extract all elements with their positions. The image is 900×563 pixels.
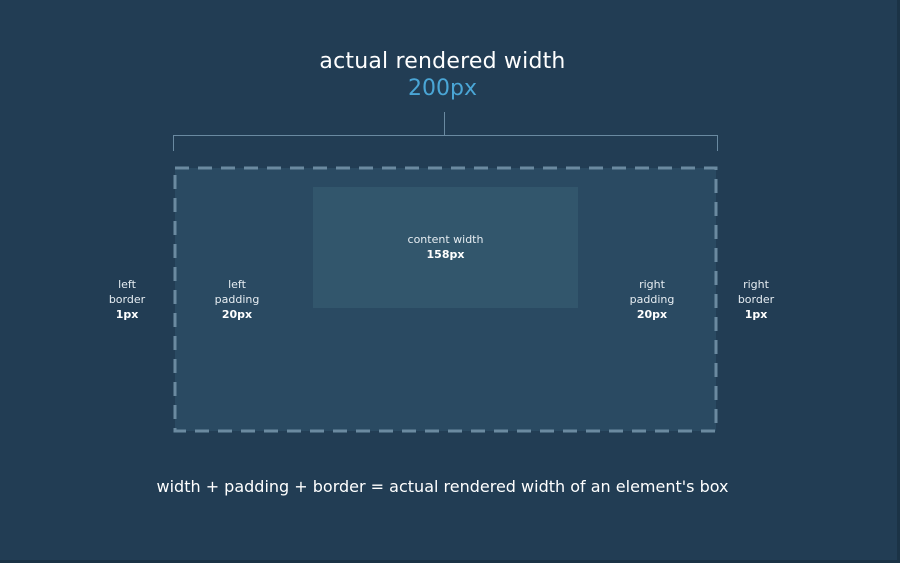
diagram-title-value: 200px: [408, 76, 477, 101]
formula-caption: width + padding + border = actual render…: [156, 477, 729, 496]
right-padding-line1: right: [639, 278, 665, 291]
content-width-value: 158px: [426, 248, 465, 261]
right-border-line2: border: [737, 293, 775, 306]
bracket-stem: [444, 112, 445, 136]
left-border-value: 1px: [115, 308, 139, 321]
left-padding-value: 20px: [221, 308, 253, 321]
bracket-left-tick: [173, 135, 174, 151]
width-bracket: [173, 135, 718, 136]
bottom-edge-strip: [0, 560, 900, 563]
right-padding-label: right padding 20px: [612, 277, 692, 322]
content-width-text: content width: [407, 233, 484, 246]
right-border-value: 1px: [744, 308, 768, 321]
left-border-line1: left: [118, 278, 136, 291]
diagram-title: actual rendered width: [319, 49, 566, 74]
content-width-label: content width 158px: [313, 232, 578, 262]
diagram-title-block: actual rendered width 200px: [0, 48, 885, 102]
left-padding-line2: padding: [214, 293, 260, 306]
left-border-line2: border: [108, 293, 146, 306]
left-padding-label: left padding 20px: [197, 277, 277, 322]
right-padding-line2: padding: [629, 293, 675, 306]
right-border-label: right border 1px: [716, 277, 796, 322]
content-area: [313, 187, 578, 308]
left-border-label: left border 1px: [87, 277, 167, 322]
bracket-right-tick: [717, 135, 718, 151]
right-padding-value: 20px: [636, 308, 668, 321]
right-edge-strip: [897, 0, 900, 563]
left-padding-line1: left: [228, 278, 246, 291]
right-border-line1: right: [743, 278, 769, 291]
